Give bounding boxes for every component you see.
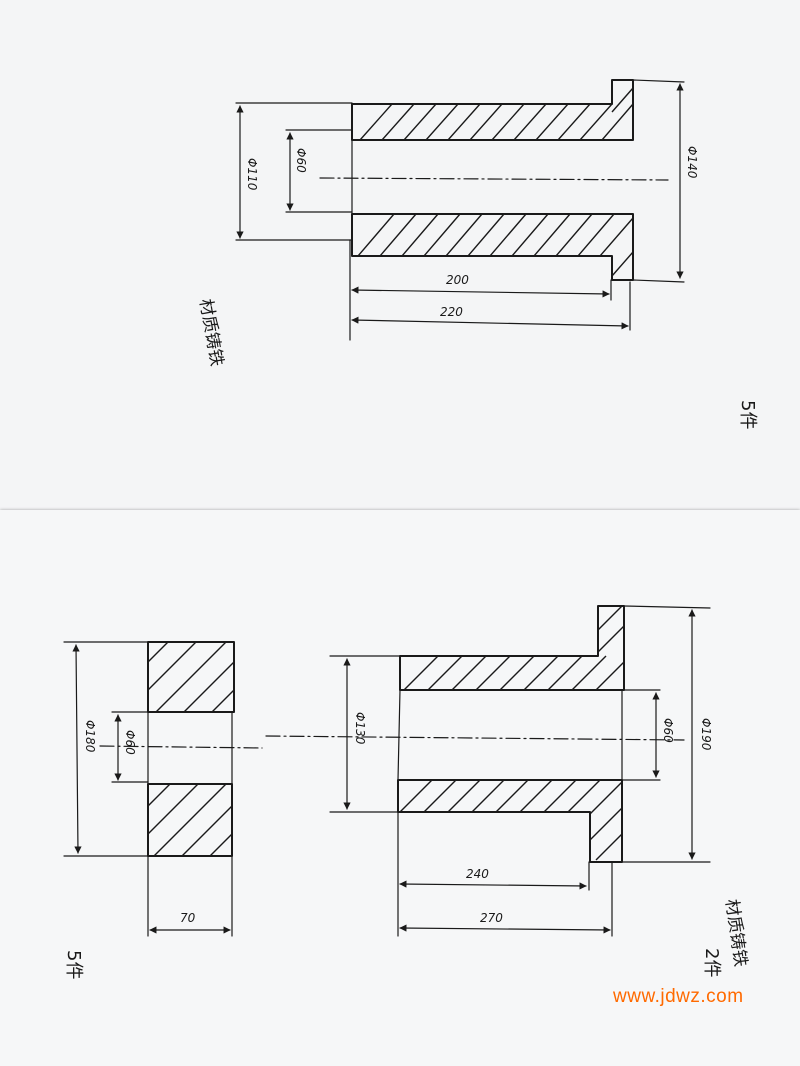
disc-quantity: 5件 bbox=[63, 950, 84, 979]
site-watermark: www.jdwz.com bbox=[613, 986, 744, 1007]
big-dim-outer-dia: Φ130 bbox=[353, 712, 367, 745]
top-dim-length-inner: 200 bbox=[446, 273, 469, 287]
disc-upper-section bbox=[147, 641, 235, 713]
big-upper-wall bbox=[399, 605, 625, 691]
top-upper-wall bbox=[351, 79, 634, 141]
disc-dim-outer-dia: Φ180 bbox=[83, 720, 97, 753]
big-lower-wall bbox=[397, 779, 623, 863]
top-dim-inner-dia: Φ60 bbox=[294, 148, 308, 173]
big-dim-length-inner: 240 bbox=[466, 867, 489, 881]
big-dim-flange-dia: Φ190 bbox=[699, 718, 713, 751]
big-dim-line-length-total bbox=[399, 924, 611, 934]
paper-sheet-bottom bbox=[0, 510, 800, 1066]
disc-lower-section bbox=[147, 783, 233, 857]
bottom-right-bushing-drawing: Φ130 Φ60 Φ190 240 270 材质铸铁 2件 bbox=[265, 605, 750, 977]
big-dim-inner-dia: Φ60 bbox=[661, 718, 675, 743]
bottom-left-disc-drawing: Φ180 Φ60 70 5件 bbox=[63, 641, 263, 979]
disc-dim-width: 70 bbox=[180, 911, 196, 925]
top-material-note: 材质铸铁 bbox=[195, 297, 227, 367]
top-dim-flange-dia: Φ140 bbox=[685, 146, 699, 179]
big-material-note: 材质铸铁 bbox=[721, 898, 750, 968]
top-dim-outer-dia: Φ110 bbox=[245, 158, 259, 191]
top-bushing-drawing: Φ110 Φ60 Φ140 200 220 材质铸铁 5件 bbox=[195, 79, 758, 429]
top-dim-length-total: 220 bbox=[440, 305, 463, 319]
paper-sheet-top bbox=[0, 0, 800, 518]
big-dim-line-length-inner bbox=[399, 880, 587, 890]
disc-dim-inner-dia: Φ60 bbox=[123, 730, 137, 755]
top-dim-line-length-total bbox=[351, 316, 629, 330]
top-dim-line-length-inner bbox=[351, 286, 610, 298]
top-quantity: 5件 bbox=[737, 400, 758, 429]
big-dim-length-total: 270 bbox=[480, 911, 503, 925]
big-quantity: 2件 bbox=[701, 948, 722, 977]
top-lower-wall bbox=[351, 213, 634, 281]
disc-dim-line-outer-dia bbox=[72, 644, 82, 854]
